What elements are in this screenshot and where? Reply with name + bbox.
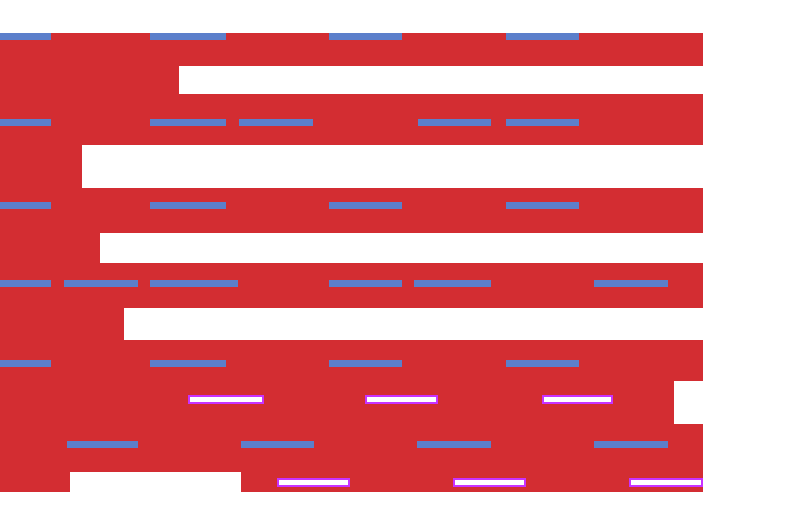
highlight-bar-h1c1[interactable] xyxy=(188,395,264,404)
mask-band-5 xyxy=(0,188,703,233)
redaction-bar-r4c3[interactable] xyxy=(150,280,238,287)
gap-band-1 xyxy=(179,66,703,94)
redaction-bar-r4c6[interactable] xyxy=(594,280,668,287)
redaction-bar-r3c1[interactable] xyxy=(0,202,51,209)
redaction-bar-r4c5[interactable] xyxy=(414,280,491,287)
redaction-bar-r4c1[interactable] xyxy=(0,280,51,287)
redaction-bar-r1c1[interactable] xyxy=(0,33,51,40)
mask-band-6 xyxy=(0,233,100,263)
redaction-bar-r4c2[interactable] xyxy=(64,280,138,287)
redaction-bar-r2c2[interactable] xyxy=(150,119,226,126)
redaction-bar-r5c1[interactable] xyxy=(0,360,51,367)
mask-band-4 xyxy=(0,145,82,188)
redaction-bar-r5c2[interactable] xyxy=(150,360,226,367)
highlight-bar-h2c1[interactable] xyxy=(277,478,350,487)
gap-band-right xyxy=(703,0,799,509)
gap-band-3 xyxy=(100,233,703,263)
gap-band-2 xyxy=(82,145,703,188)
gap-band-4 xyxy=(124,308,703,340)
redaction-bar-r2c5[interactable] xyxy=(506,119,579,126)
redaction-bar-r2c3[interactable] xyxy=(239,119,313,126)
gap-band-top xyxy=(0,0,799,33)
gap-band-5 xyxy=(70,472,241,492)
highlight-bar-h2c2[interactable] xyxy=(453,478,526,487)
redaction-bar-r2c4[interactable] xyxy=(418,119,491,126)
mask-band-11 xyxy=(0,424,703,472)
redaction-bar-r5c3[interactable] xyxy=(329,360,402,367)
redaction-bar-r4c4[interactable] xyxy=(329,280,402,287)
gap-band-bottom xyxy=(0,492,799,509)
redaction-bar-r1c3[interactable] xyxy=(329,33,402,40)
mask-band-2 xyxy=(0,66,179,94)
redaction-bar-r6c4[interactable] xyxy=(594,441,668,448)
gap-band-notch xyxy=(674,381,703,424)
redaction-bar-r3c3[interactable] xyxy=(329,202,402,209)
highlight-bar-h1c3[interactable] xyxy=(542,395,613,404)
highlight-bar-h1c2[interactable] xyxy=(365,395,438,404)
redaction-bar-r1c2[interactable] xyxy=(150,33,226,40)
highlight-bar-h2c3[interactable] xyxy=(629,478,703,487)
mask-band-12 xyxy=(0,472,70,492)
redaction-bar-r6c2[interactable] xyxy=(241,441,314,448)
mask-band-3 xyxy=(0,94,703,145)
redaction-bar-r5c4[interactable] xyxy=(506,360,579,367)
redaction-bar-r3c2[interactable] xyxy=(150,202,226,209)
redaction-bar-r1c4[interactable] xyxy=(506,33,579,40)
redaction-bar-r2c1[interactable] xyxy=(0,119,51,126)
redaction-bar-r6c1[interactable] xyxy=(67,441,138,448)
redaction-bar-r6c3[interactable] xyxy=(417,441,491,448)
redaction-bar-r3c4[interactable] xyxy=(506,202,579,209)
mask-band-8 xyxy=(0,308,124,340)
